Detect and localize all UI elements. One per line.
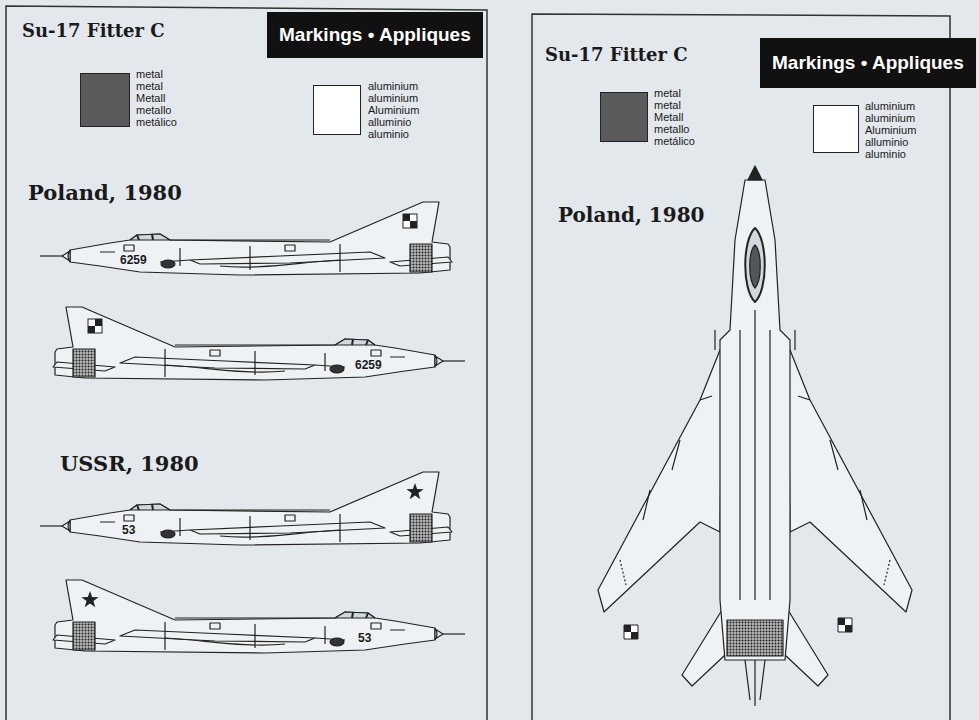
top-view-aircraft [720, 180, 790, 660]
side-view-aircraft [81, 591, 98, 607]
side-view-aircraft [40, 472, 452, 545]
legend-swatch [313, 85, 361, 135]
header-text: Markings • Appliques [279, 24, 471, 47]
side-view-aircraft [53, 307, 465, 380]
top-view-aircraft [785, 610, 828, 686]
version-heading: USSR, 1980 [60, 451, 199, 476]
side-view-aircraft [406, 483, 423, 499]
top-view-aircraft [598, 345, 722, 612]
top-view-aircraft [727, 620, 783, 656]
top-view-aircraft [740, 310, 770, 600]
version-heading: Poland, 1980 [558, 203, 705, 227]
side-view-aircraft [40, 202, 452, 275]
top-view-aircraft [748, 166, 762, 180]
side-view-aircraft [53, 307, 465, 380]
legend-swatch [600, 92, 648, 142]
version-heading: Poland, 1980 [28, 180, 182, 205]
header-box: Markings • Appliques [267, 12, 483, 58]
legend-text: metal metal Metall metallo metálico [654, 87, 695, 147]
top-view-aircraft [745, 228, 765, 302]
top-view-aircraft [715, 330, 795, 350]
sheet-title: Su-17 Fitter C [545, 44, 688, 66]
top-view-aircraft [682, 610, 725, 686]
top-view-aircraft [750, 245, 761, 288]
side-view-aircraft [53, 580, 465, 653]
top-view-aircraft [598, 166, 912, 706]
side-view-aircraft [88, 319, 102, 333]
panel-border [532, 14, 950, 720]
aircraft-number: 53 [120, 524, 137, 537]
header-box: Markings • Appliques [760, 38, 976, 88]
legend-text: aluminium aluminium Aluminium alluminio … [865, 100, 916, 160]
top-view-aircraft [838, 618, 852, 632]
aircraft-number: 53 [356, 632, 373, 645]
top-view-aircraft [620, 560, 890, 585]
header-text: Markings • Appliques [772, 52, 964, 75]
top-view-aircraft [788, 345, 912, 612]
legend-swatch [813, 105, 859, 153]
top-view-aircraft [624, 625, 638, 639]
aircraft-number: 6259 [353, 359, 384, 372]
side-view-aircraft [40, 202, 452, 275]
sheet-title: Su-17 Fitter C [22, 20, 165, 42]
side-view-aircraft [53, 580, 465, 653]
panel-border [6, 6, 487, 720]
legend-text: aluminium aluminium Aluminium alluminio … [368, 80, 419, 140]
side-view-aircraft [40, 472, 452, 545]
top-view-aircraft [745, 660, 765, 706]
legend-swatch [80, 73, 130, 127]
aircraft-number: 6259 [118, 254, 149, 267]
top-view-aircraft [643, 396, 867, 520]
legend-text: metal metal Metall metallo metálico [136, 68, 177, 128]
side-view-aircraft [403, 214, 417, 228]
